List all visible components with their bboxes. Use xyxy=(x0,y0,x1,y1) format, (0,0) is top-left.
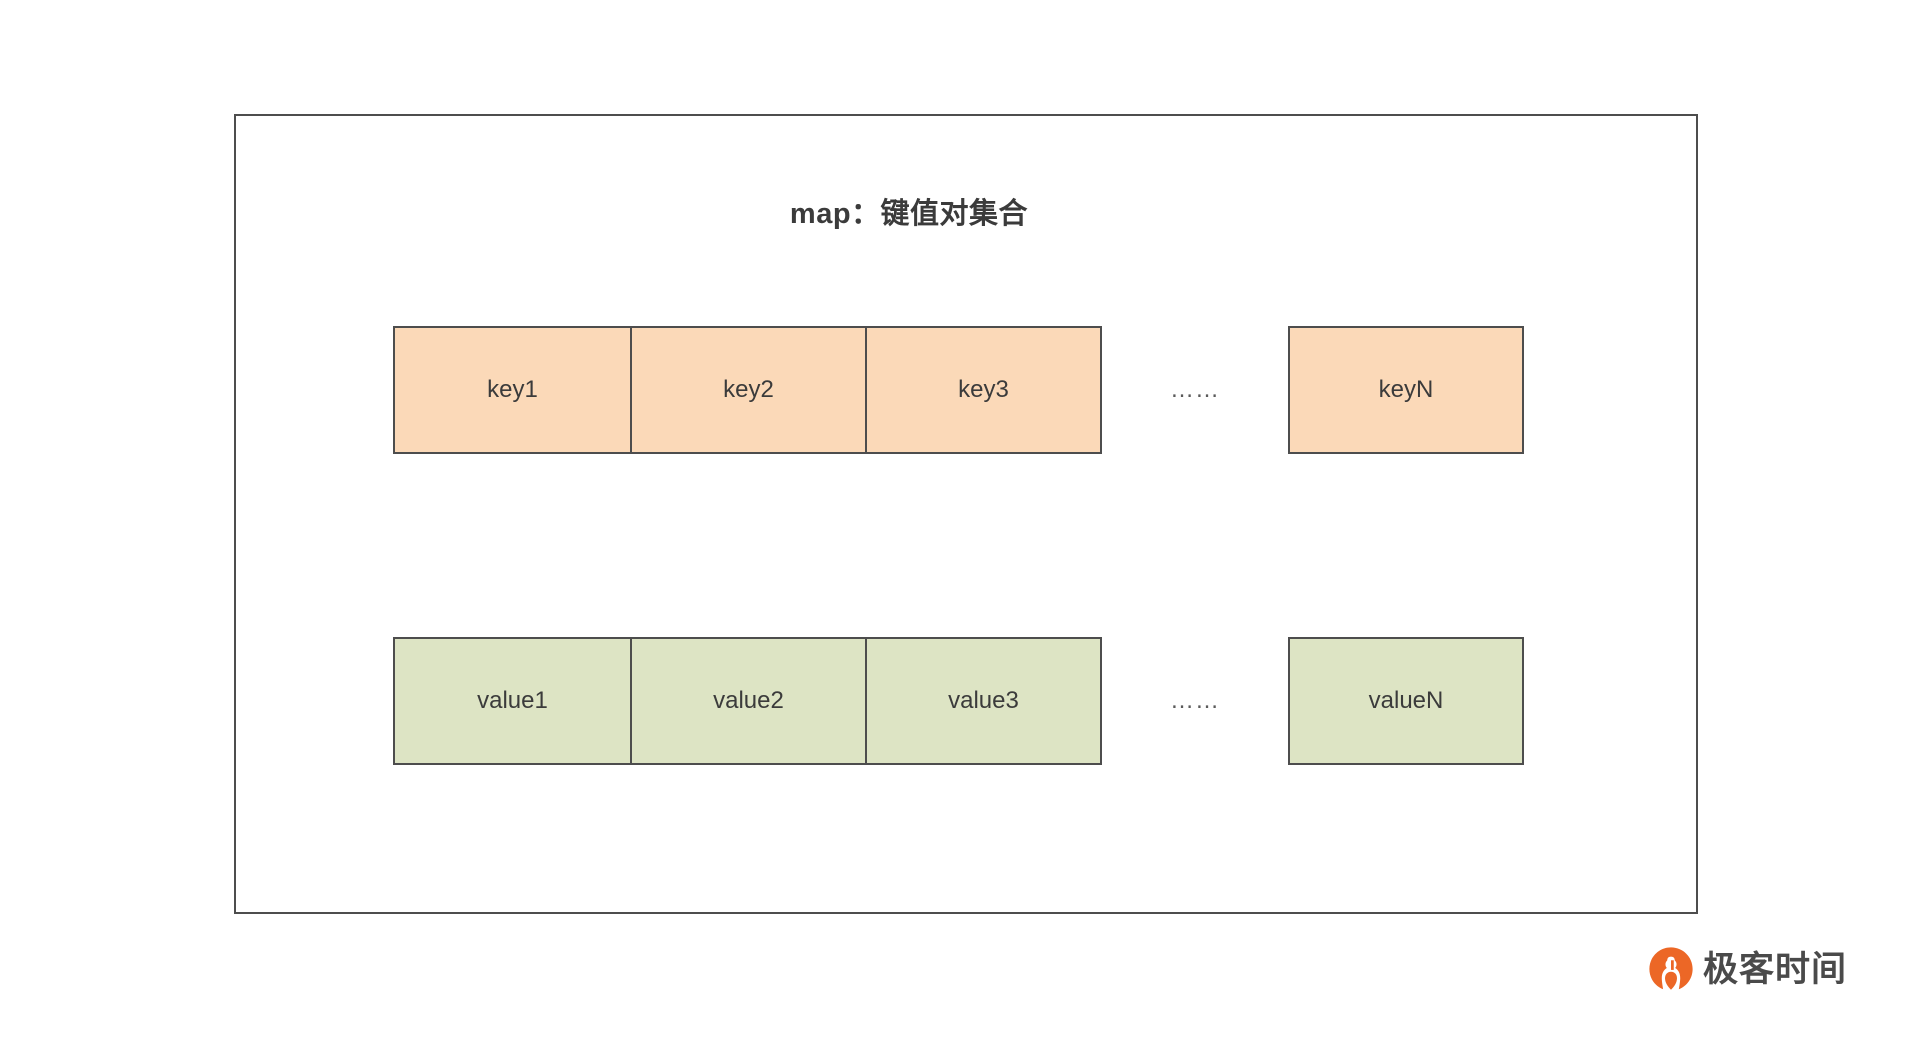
value-cell-3-label: value3 xyxy=(948,687,1019,714)
value-cell-group: value1 value2 value3 xyxy=(393,637,1102,765)
brand-logo: 极客时间 xyxy=(1648,946,1847,992)
key-cell-3: key3 xyxy=(865,328,1100,452)
diagram-title-text: map：键值对集合 xyxy=(789,198,1029,230)
key-row-ellipsis: …… xyxy=(1170,376,1220,403)
key-cell-group: key1 key2 key3 xyxy=(393,326,1102,454)
value-cell-n: valueN xyxy=(1288,637,1524,765)
key-cell-2-label: key2 xyxy=(723,376,774,403)
value-cell-1-label: value1 xyxy=(477,687,548,714)
value-row: value1 value2 value3 …… valueN xyxy=(393,637,1524,765)
value-cell-3: value3 xyxy=(865,639,1100,763)
key-cell-n-label: keyN xyxy=(1378,376,1434,403)
key-cell-2: key2 xyxy=(630,328,865,452)
key-cell-n: keyN xyxy=(1288,326,1524,454)
diagram-frame: map：键值对集合 key1 key2 key3 …… keyN value1 xyxy=(234,114,1698,914)
value-cell-n-label: valueN xyxy=(1368,687,1444,714)
value-cell-2-label: value2 xyxy=(713,687,784,714)
key-row: key1 key2 key3 …… keyN xyxy=(393,326,1524,454)
value-cell-2: value2 xyxy=(630,639,865,763)
diagram-title: map：键值对集合 xyxy=(236,190,1696,232)
key-cell-1-label: key1 xyxy=(487,376,538,403)
geektime-logo-icon xyxy=(1649,947,1693,990)
value-row-ellipsis: …… xyxy=(1170,687,1220,714)
key-cell-3-label: key3 xyxy=(958,376,1009,403)
value-cell-1: value1 xyxy=(395,639,630,763)
key-cell-1: key1 xyxy=(395,328,630,452)
brand-name: 极客时间 xyxy=(1703,949,1848,989)
